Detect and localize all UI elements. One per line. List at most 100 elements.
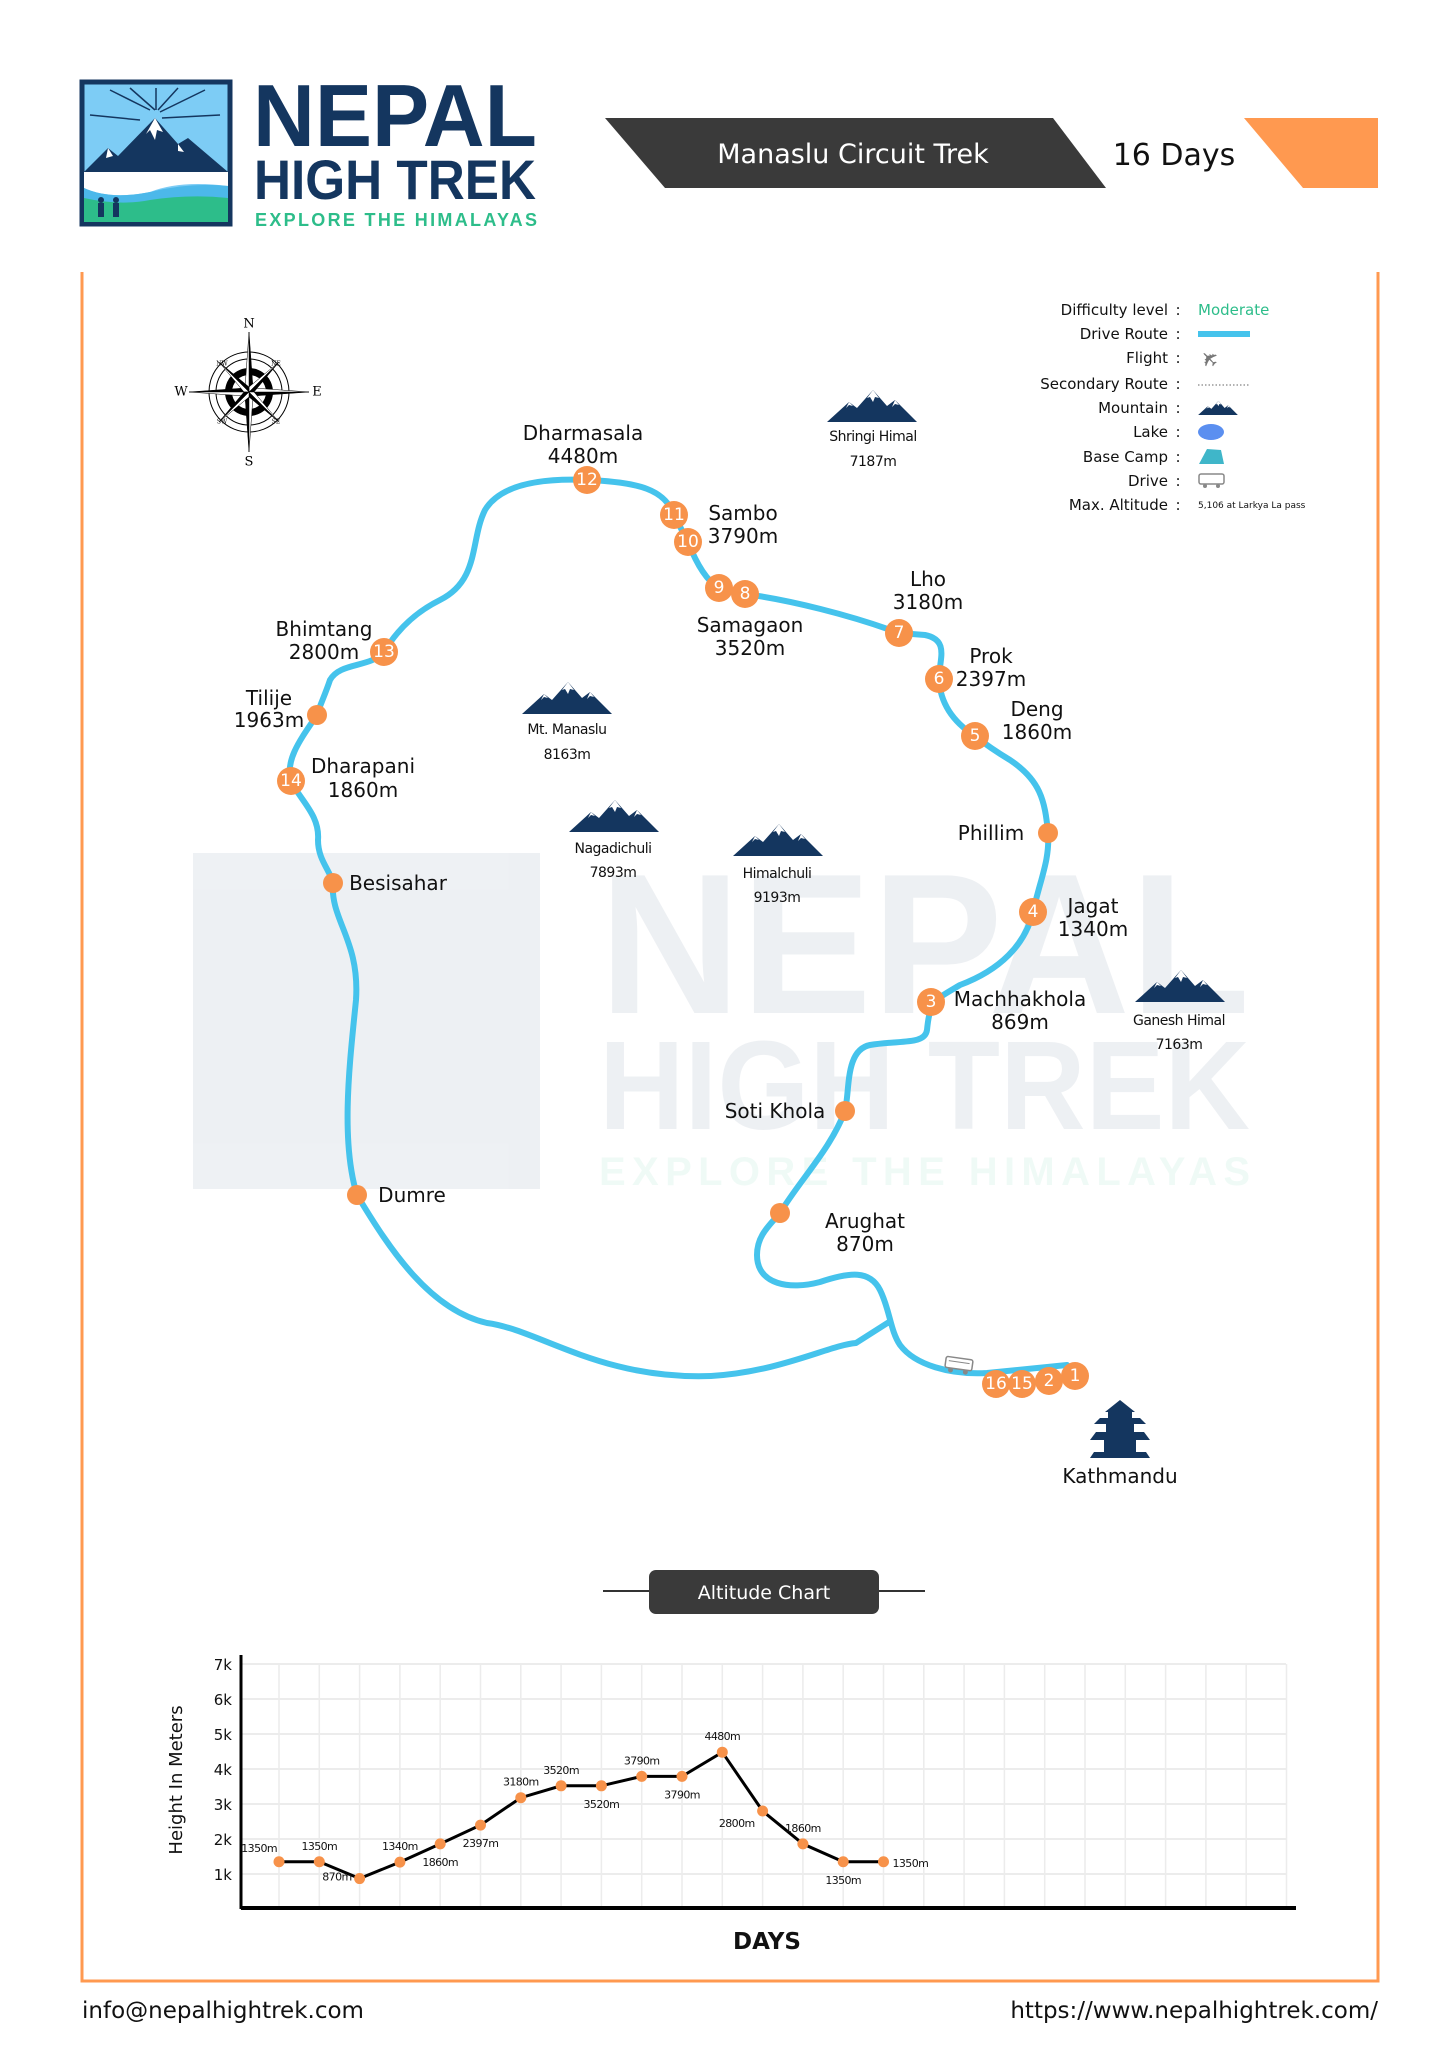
legend-separator: : [1175,399,1180,417]
watermark-line1: NEPAL [599,833,1250,1056]
altitude-data-label: 3790m [624,1754,660,1767]
day-marker-10[interactable]: 10 [674,528,702,556]
watermark-tagline: EXPLORE THE HIMALAYAS [599,1150,1250,1194]
day-marker-14[interactable]: 14 [277,767,305,795]
mountain-icon [522,682,612,714]
day-number: 12 [576,470,598,490]
altitude-data-label: 3180m [503,1776,539,1789]
altitude-data-label: 1860m [422,1856,458,1869]
y-tick-label: 6k [214,1691,233,1709]
trek-duration: 16 Days [1113,138,1236,173]
mountain-icon [827,390,917,422]
mountain-icon [1198,400,1238,415]
y-tick-label: 7k [214,1656,233,1674]
day-marker-2[interactable]: 2 [1035,1367,1063,1395]
compass-rose: N S E W NE NW SE SW [174,317,321,470]
mountain-name: Mt. Manaslu [527,722,606,738]
day-marker-8[interactable]: 8 [731,580,759,608]
legend-flight-label: Flight [1126,349,1168,367]
mountain-altitude: 7893m [590,865,637,881]
compass-ne: NE [271,361,281,368]
legend-separator: : [1175,325,1180,343]
day-marker-13[interactable]: 13 [370,638,398,666]
altitude-point [595,1780,607,1792]
altitude-point [273,1856,285,1868]
place-name: Dharmasala [523,421,643,445]
day-marker-9[interactable]: 9 [705,574,733,602]
page-frame [80,272,1380,1983]
day-number: 10 [677,532,699,552]
mountain-name: Ganesh Himal [1133,1013,1225,1029]
bus-icon [1198,473,1225,488]
day-number: 4 [1028,902,1039,922]
legend-drive-route-label: Drive Route [1080,325,1168,343]
y-tick-label: 5k [214,1726,233,1744]
legend-separator: : [1175,448,1180,466]
day-number: 14 [280,771,302,791]
place-altitude: 3790m [708,524,778,548]
altitude-point [716,1746,728,1758]
altitude-point [555,1780,567,1792]
legend-separator: : [1175,496,1180,514]
legend-separator: : [1175,301,1180,319]
legend-separators: : : : : : : : : : [1175,301,1180,514]
day-marker-1[interactable]: 1 [1061,1362,1089,1390]
legend-lake-label: Lake [1133,423,1168,441]
day-marker-4[interactable]: 4 [1019,898,1047,926]
day-number: 3 [926,992,937,1012]
place-name: Tilije [245,686,292,710]
mountain-name: Himalchuli [743,866,812,882]
mountain-icon [569,800,659,832]
altitude-data-label: 1350m [825,1874,861,1887]
day-number: 5 [970,726,981,746]
place-altitude: 1860m [1002,720,1072,744]
footer-website[interactable]: https://www.nepalhightrek.com/ [1010,1998,1378,2024]
day-number: 13 [373,642,395,662]
place-name: Samagaon [697,613,804,637]
soti-khola-marker[interactable] [835,1101,855,1121]
day-number: 11 [663,505,685,525]
phillim-marker[interactable] [1038,823,1058,843]
altitude-data-label: 1350m [301,1840,337,1853]
day-marker-3[interactable]: 3 [917,988,945,1016]
place-name: Kathmandu [1062,1464,1177,1488]
brand-tagline: EXPLORE THE HIMALAYAS [255,210,537,230]
day-marker-6[interactable]: 6 [925,665,953,693]
arughat-marker[interactable] [770,1203,790,1223]
legend-separator: : [1175,349,1180,367]
altitude-point [313,1856,325,1868]
day-marker-12[interactable]: 12 [573,466,601,494]
altitude-data-label: 2397m [463,1837,499,1850]
place-name: Prok [969,644,1013,668]
compass-s: S [245,455,254,470]
place-altitude: 3180m [893,590,963,614]
besisahar-marker[interactable] [323,873,343,893]
altitude-data-label: 1340m [382,1840,418,1853]
chart-y-label: Height In Meters [166,1705,187,1854]
mountain-altitude: 8163m [544,747,591,763]
place-altitude: 1860m [328,778,398,802]
y-tick-label: 1k [214,1866,233,1884]
day-marker-5[interactable]: 5 [961,722,989,750]
day-marker-7[interactable]: 7 [885,619,913,647]
y-tick-label: 2k [214,1831,233,1849]
day-number: 9 [714,578,725,598]
legend-mountain-label: Mountain [1098,399,1168,417]
footer-email[interactable]: info@nepalhightrek.com [82,1998,364,2024]
compass-n: N [243,317,254,332]
altitude-point [434,1838,446,1850]
day-marker-11[interactable]: 11 [660,501,688,529]
mountain-name: Nagadichuli [574,841,651,857]
legend-difficulty-label: Difficulty level [1061,301,1168,319]
day-number: 7 [894,623,905,643]
dumre-marker[interactable] [347,1185,367,1205]
y-tick-label: 3k [214,1796,233,1814]
place-labels: Dharmasala 4480m Sambo 3790m Samagaon 35… [234,421,1178,1488]
bus-icon [944,1355,974,1375]
day-marker-15[interactable]: 15 [1008,1370,1036,1398]
tilije-marker[interactable] [307,705,327,725]
legend-secondary-route-label: Secondary Route [1040,375,1168,393]
mountain-shringi-himal: Shringi Himal 7187m [827,390,917,470]
day-marker-16[interactable]: 16 [982,1370,1010,1398]
day-number: 15 [1011,1374,1033,1394]
